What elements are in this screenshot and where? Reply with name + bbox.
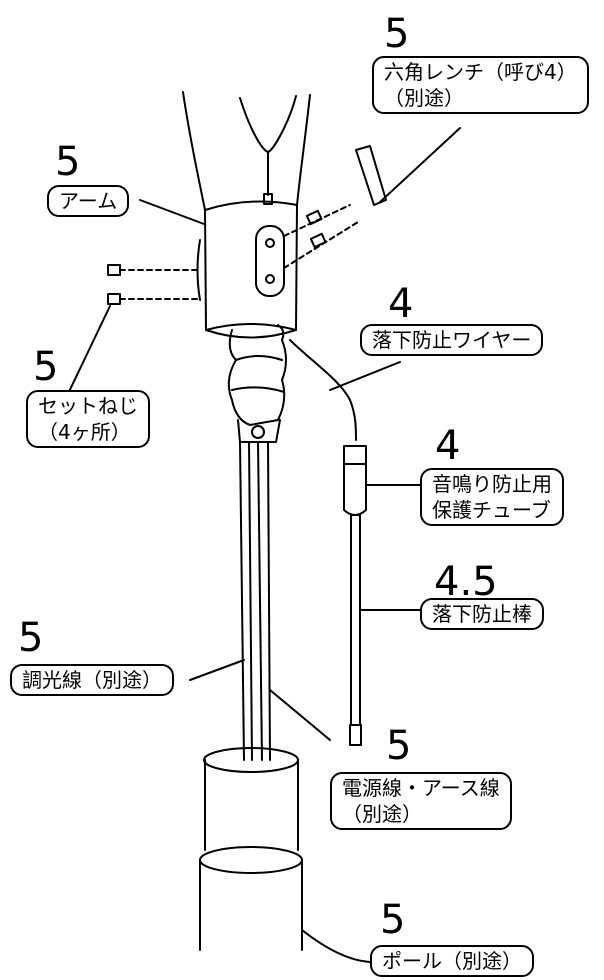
label-line: ポール（別途） — [382, 949, 522, 973]
label-line: （4ヶ所） — [38, 420, 131, 444]
bolt-plate — [255, 225, 285, 297]
fall-wire-line — [289, 339, 357, 441]
fall-wire-number: 4 — [388, 281, 414, 327]
dimmer-wire-label: 調光線（別途） — [10, 664, 174, 696]
fall-rod — [350, 514, 361, 726]
fall-rod-number: 4.5 — [434, 559, 498, 605]
label-line: 落下防止ワイヤー — [372, 328, 532, 352]
label-line: 調光線（別途） — [22, 668, 162, 692]
hex-wrench — [355, 145, 387, 206]
set-screw-number: 5 — [33, 344, 59, 390]
pole-label: ポール（別途） — [370, 945, 534, 977]
protect-tube — [343, 445, 367, 465]
hex-wrench-label: 六角レンチ（呼び4） （別途） — [372, 56, 589, 114]
label-line: 六角レンチ（呼び4） — [384, 60, 577, 84]
arm-label: アーム — [47, 185, 130, 217]
dimmer-wire-number: 5 — [18, 615, 44, 661]
arm-number: 5 — [55, 139, 81, 185]
power-wire-label: 電源線・アース線 （別途） — [330, 772, 512, 830]
fall-rod-label: 落下防止棒 — [420, 598, 544, 630]
label-line: （別途） — [384, 86, 464, 110]
set-screw-label: セットねじ （4ヶ所） — [26, 390, 150, 448]
pole-number: 5 — [380, 897, 406, 943]
tube-number: 4 — [435, 423, 461, 469]
label-line: 音鳴り防止用 — [432, 472, 552, 496]
label-line: 落下防止棒 — [432, 602, 532, 626]
label-line: 保護チューブ — [432, 498, 551, 522]
arm-outline-right — [296, 94, 311, 206]
arm-inner-curve — [239, 95, 297, 153]
label-line: アーム — [59, 189, 118, 213]
label-line: （別途） — [342, 802, 422, 826]
label-line: 電源線・アース線 — [342, 776, 500, 800]
power-wire-number: 5 — [386, 723, 412, 769]
hex-wrench-number: 5 — [384, 11, 410, 57]
wrap-tape — [227, 324, 287, 426]
tube-label: 音鳴り防止用 保護チューブ — [420, 468, 564, 526]
label-line: セットねじ — [38, 394, 138, 418]
arm-outline-left — [182, 91, 206, 211]
fall-wire-label: 落下防止ワイヤー — [360, 324, 544, 356]
